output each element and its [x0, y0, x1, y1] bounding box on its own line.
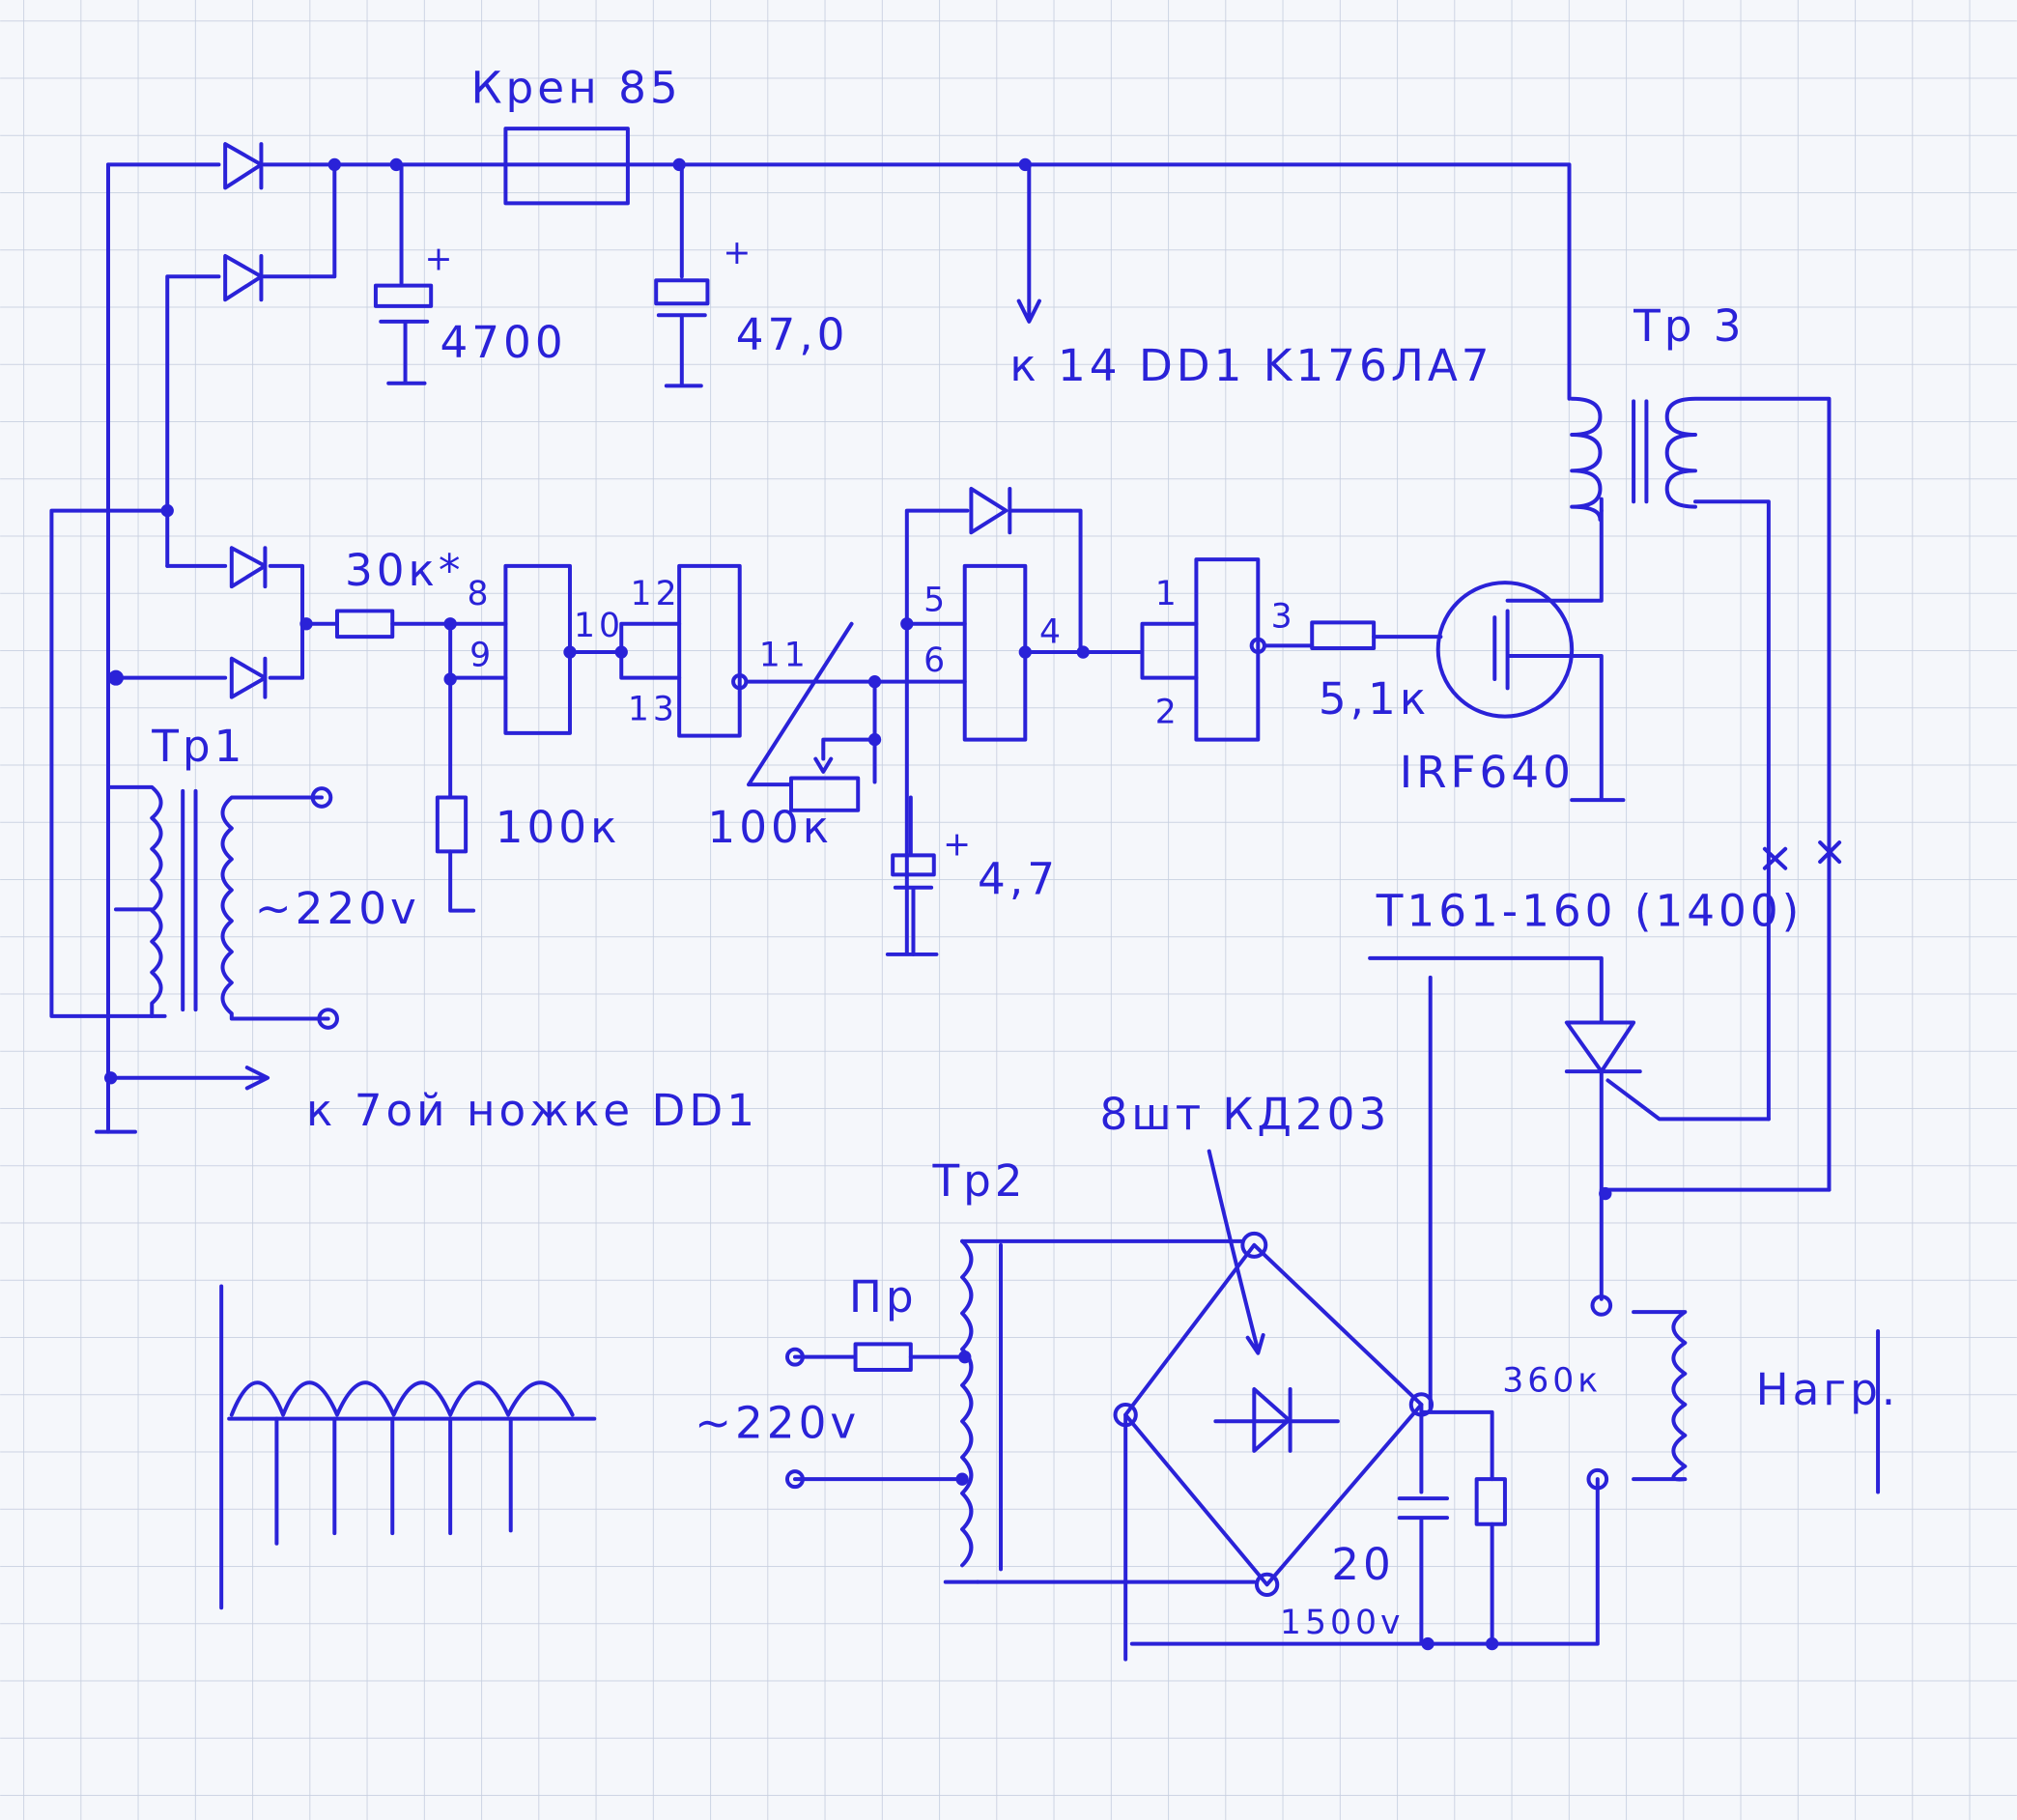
thyristor	[1564, 1020, 1771, 1192]
plus-sign: +	[425, 241, 457, 279]
resistor-360k-label: 360к	[1502, 1362, 1602, 1401]
gate-dd1-2	[677, 563, 742, 738]
diode-1	[223, 142, 264, 190]
cap-voltage-label: 1500v	[1280, 1604, 1405, 1642]
tr3-primary	[1570, 396, 1604, 522]
supply-note: к 14 DD1 K176ЛА7	[1009, 340, 1492, 391]
pin-4: 4	[1039, 613, 1065, 652]
pin-1: 1	[1155, 575, 1180, 613]
pin-12: 12	[631, 575, 681, 613]
capacitor-20	[1397, 1496, 1450, 1521]
transistor-label: IRF640	[1400, 747, 1575, 798]
high-voltage-section: Тр2 Пр ~220v 8шт КД203 20 1500v 360к Наг…	[695, 1089, 1900, 1662]
tr1-label: Тр1	[151, 721, 245, 772]
plus-sign: +	[943, 825, 975, 864]
resistor-5-1k	[1310, 620, 1377, 651]
diode-3	[229, 546, 268, 589]
capacitor-4700	[373, 162, 434, 385]
diode-bridge	[1123, 1242, 1424, 1587]
power-supply: Крен 85 + + 4700 47,0 к 14 DD1 K176ЛА7	[105, 63, 1572, 568]
thyristor-label: T161-160 (1400)	[1376, 886, 1803, 937]
regulator-box	[503, 127, 630, 206]
load-coil	[1632, 1310, 1688, 1482]
ground-note: к 7ой ножке DD1	[306, 1085, 758, 1136]
bridge-label: 8шт КД203	[1100, 1089, 1391, 1140]
pot-label: 100к	[707, 802, 833, 853]
tr3-secondary	[1664, 396, 1832, 1192]
generator: 30к* 100к 100к 4,7 + 5,1к 8 9 10 12 13 1…	[299, 486, 1443, 956]
resistor-30k	[334, 609, 395, 640]
capacitor-4-7	[891, 795, 936, 956]
pin-8: 8	[467, 575, 492, 613]
bridge-arrow	[1207, 1149, 1265, 1355]
tr2-winding	[943, 1238, 980, 1584]
tr2-input-label: ~220v	[695, 1398, 860, 1449]
cap-47-label: 47,0	[736, 309, 849, 360]
resistor-30k-label: 30к*	[345, 545, 465, 596]
capacitor-47	[654, 162, 710, 388]
resistor-100k-label: 100к	[496, 802, 621, 853]
resistor-360k	[1474, 1477, 1507, 1526]
pin-9: 9	[469, 637, 495, 675]
diode-4	[229, 656, 268, 699]
pin-13: 13	[628, 691, 678, 729]
diode-5	[969, 486, 1012, 535]
pin-6: 6	[923, 641, 949, 680]
thyristor-section: T161-160 (1400)	[1368, 886, 1832, 1410]
tr1-core	[181, 788, 198, 1012]
tr1-input-label: ~220v	[255, 883, 420, 934]
mosfet-irf640	[1435, 581, 1575, 719]
pin-10: 10	[574, 607, 624, 645]
output-stage: Тр 3 IRF640	[1400, 300, 1842, 1192]
regulator-label: Крен 85	[470, 63, 681, 114]
resistor-5-1k-label: 5,1к	[1319, 673, 1430, 725]
diode-2	[223, 253, 264, 302]
potentiometer	[747, 621, 877, 812]
supply-arrow	[1016, 162, 1041, 324]
bridge-diode-symbol	[1213, 1386, 1340, 1453]
cap-20-label: 20	[1331, 1539, 1395, 1590]
cap-4700-label: 4700	[440, 317, 566, 368]
pin-2: 2	[1155, 693, 1180, 731]
tr1-secondary	[220, 795, 330, 1021]
plus-sign: +	[723, 234, 754, 272]
pin-3: 3	[1271, 598, 1296, 637]
waveform-sketch	[219, 1284, 597, 1610]
pin-5: 5	[923, 581, 949, 619]
tr2-label: Тр2	[931, 1155, 1026, 1207]
fuse-label: Пр	[849, 1271, 918, 1322]
tr1-section: Тр1 ~220v к 7ой ножке DD1	[49, 162, 758, 1136]
gate-dd1-4	[1194, 557, 1261, 742]
pin-11: 11	[759, 637, 810, 675]
tr1-primary	[108, 784, 163, 1018]
fuse	[853, 1342, 913, 1372]
load-label: Нагр.	[1756, 1364, 1900, 1415]
tr3-label: Тр 3	[1633, 300, 1746, 352]
tr3-core	[1632, 399, 1649, 504]
resistor-100k	[435, 795, 469, 854]
cap-4-7-label: 4,7	[978, 853, 1059, 904]
